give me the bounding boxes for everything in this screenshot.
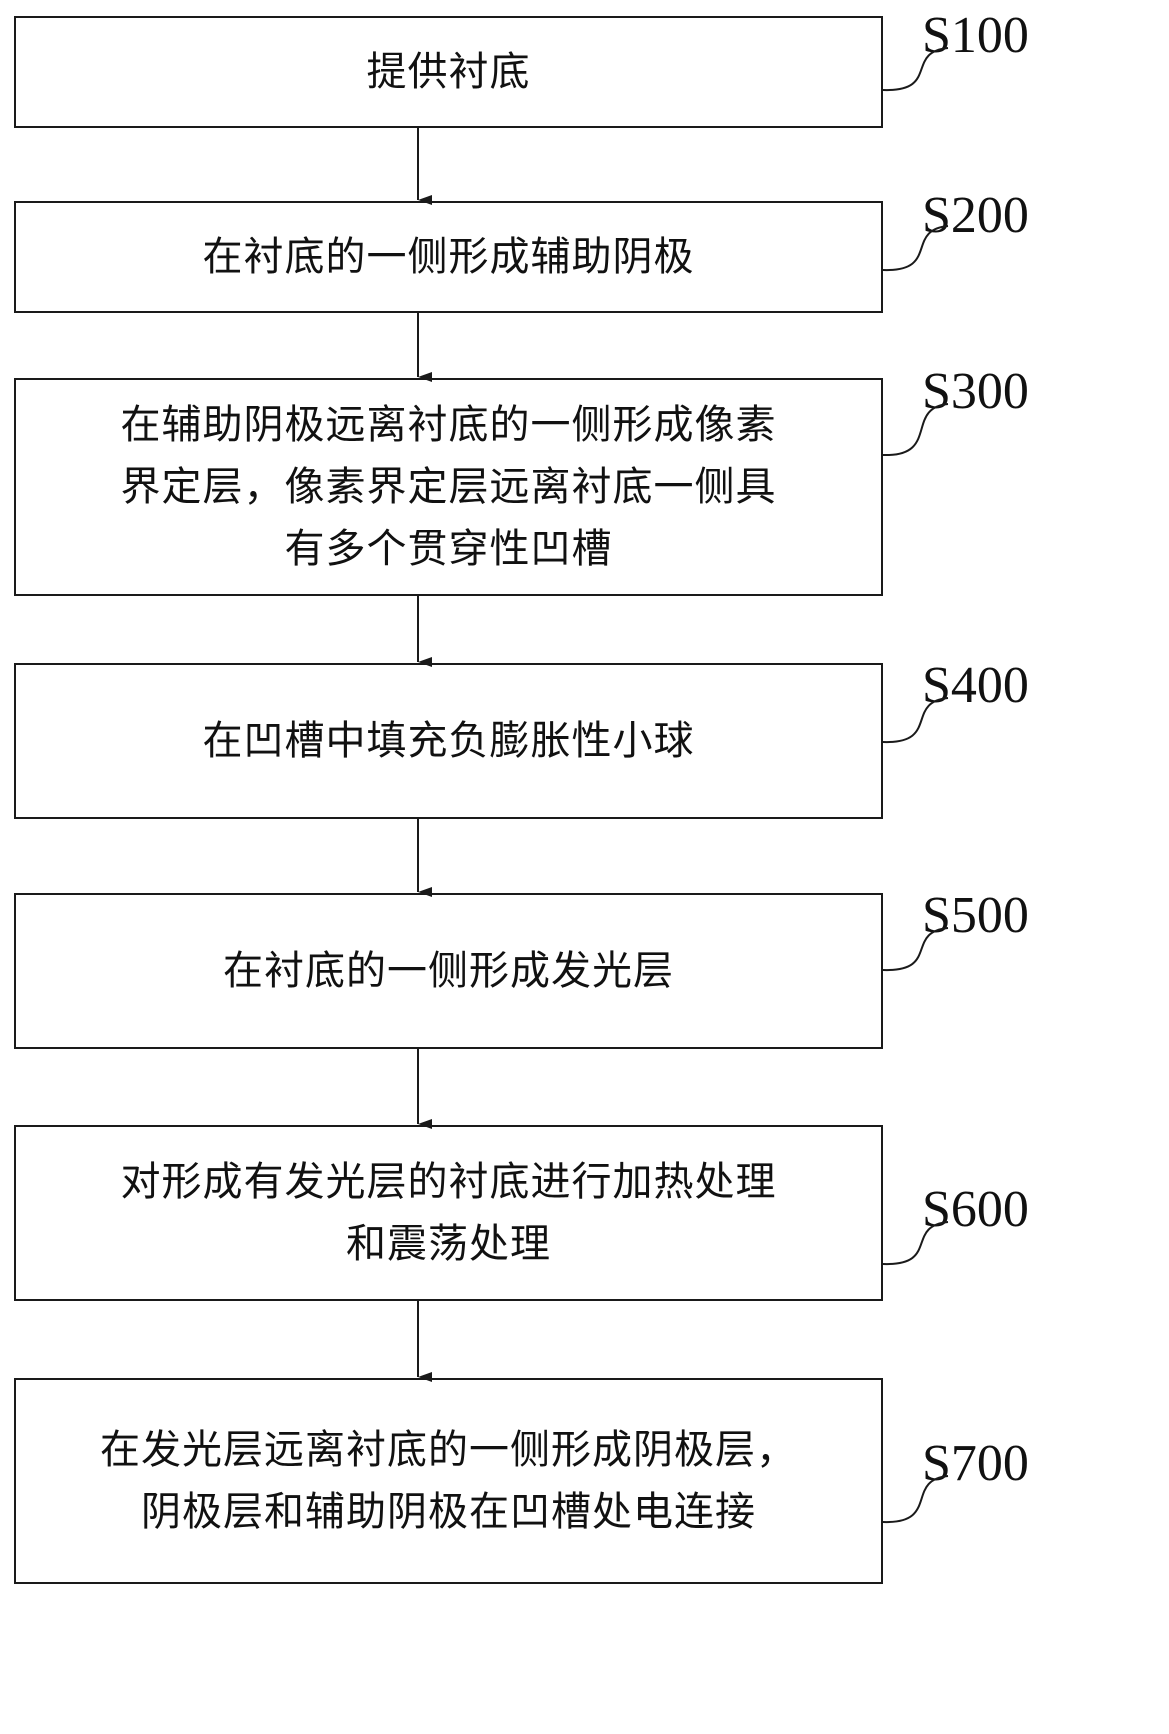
leader-line-s600 <box>883 1222 948 1264</box>
leader-line-s700 <box>883 1476 948 1522</box>
leader-line-s400 <box>883 698 948 742</box>
leader-line-s500 <box>883 928 948 970</box>
leader-line-s300 <box>883 404 948 455</box>
leader-line-s100 <box>883 48 948 90</box>
leader-line-s200 <box>883 226 948 270</box>
